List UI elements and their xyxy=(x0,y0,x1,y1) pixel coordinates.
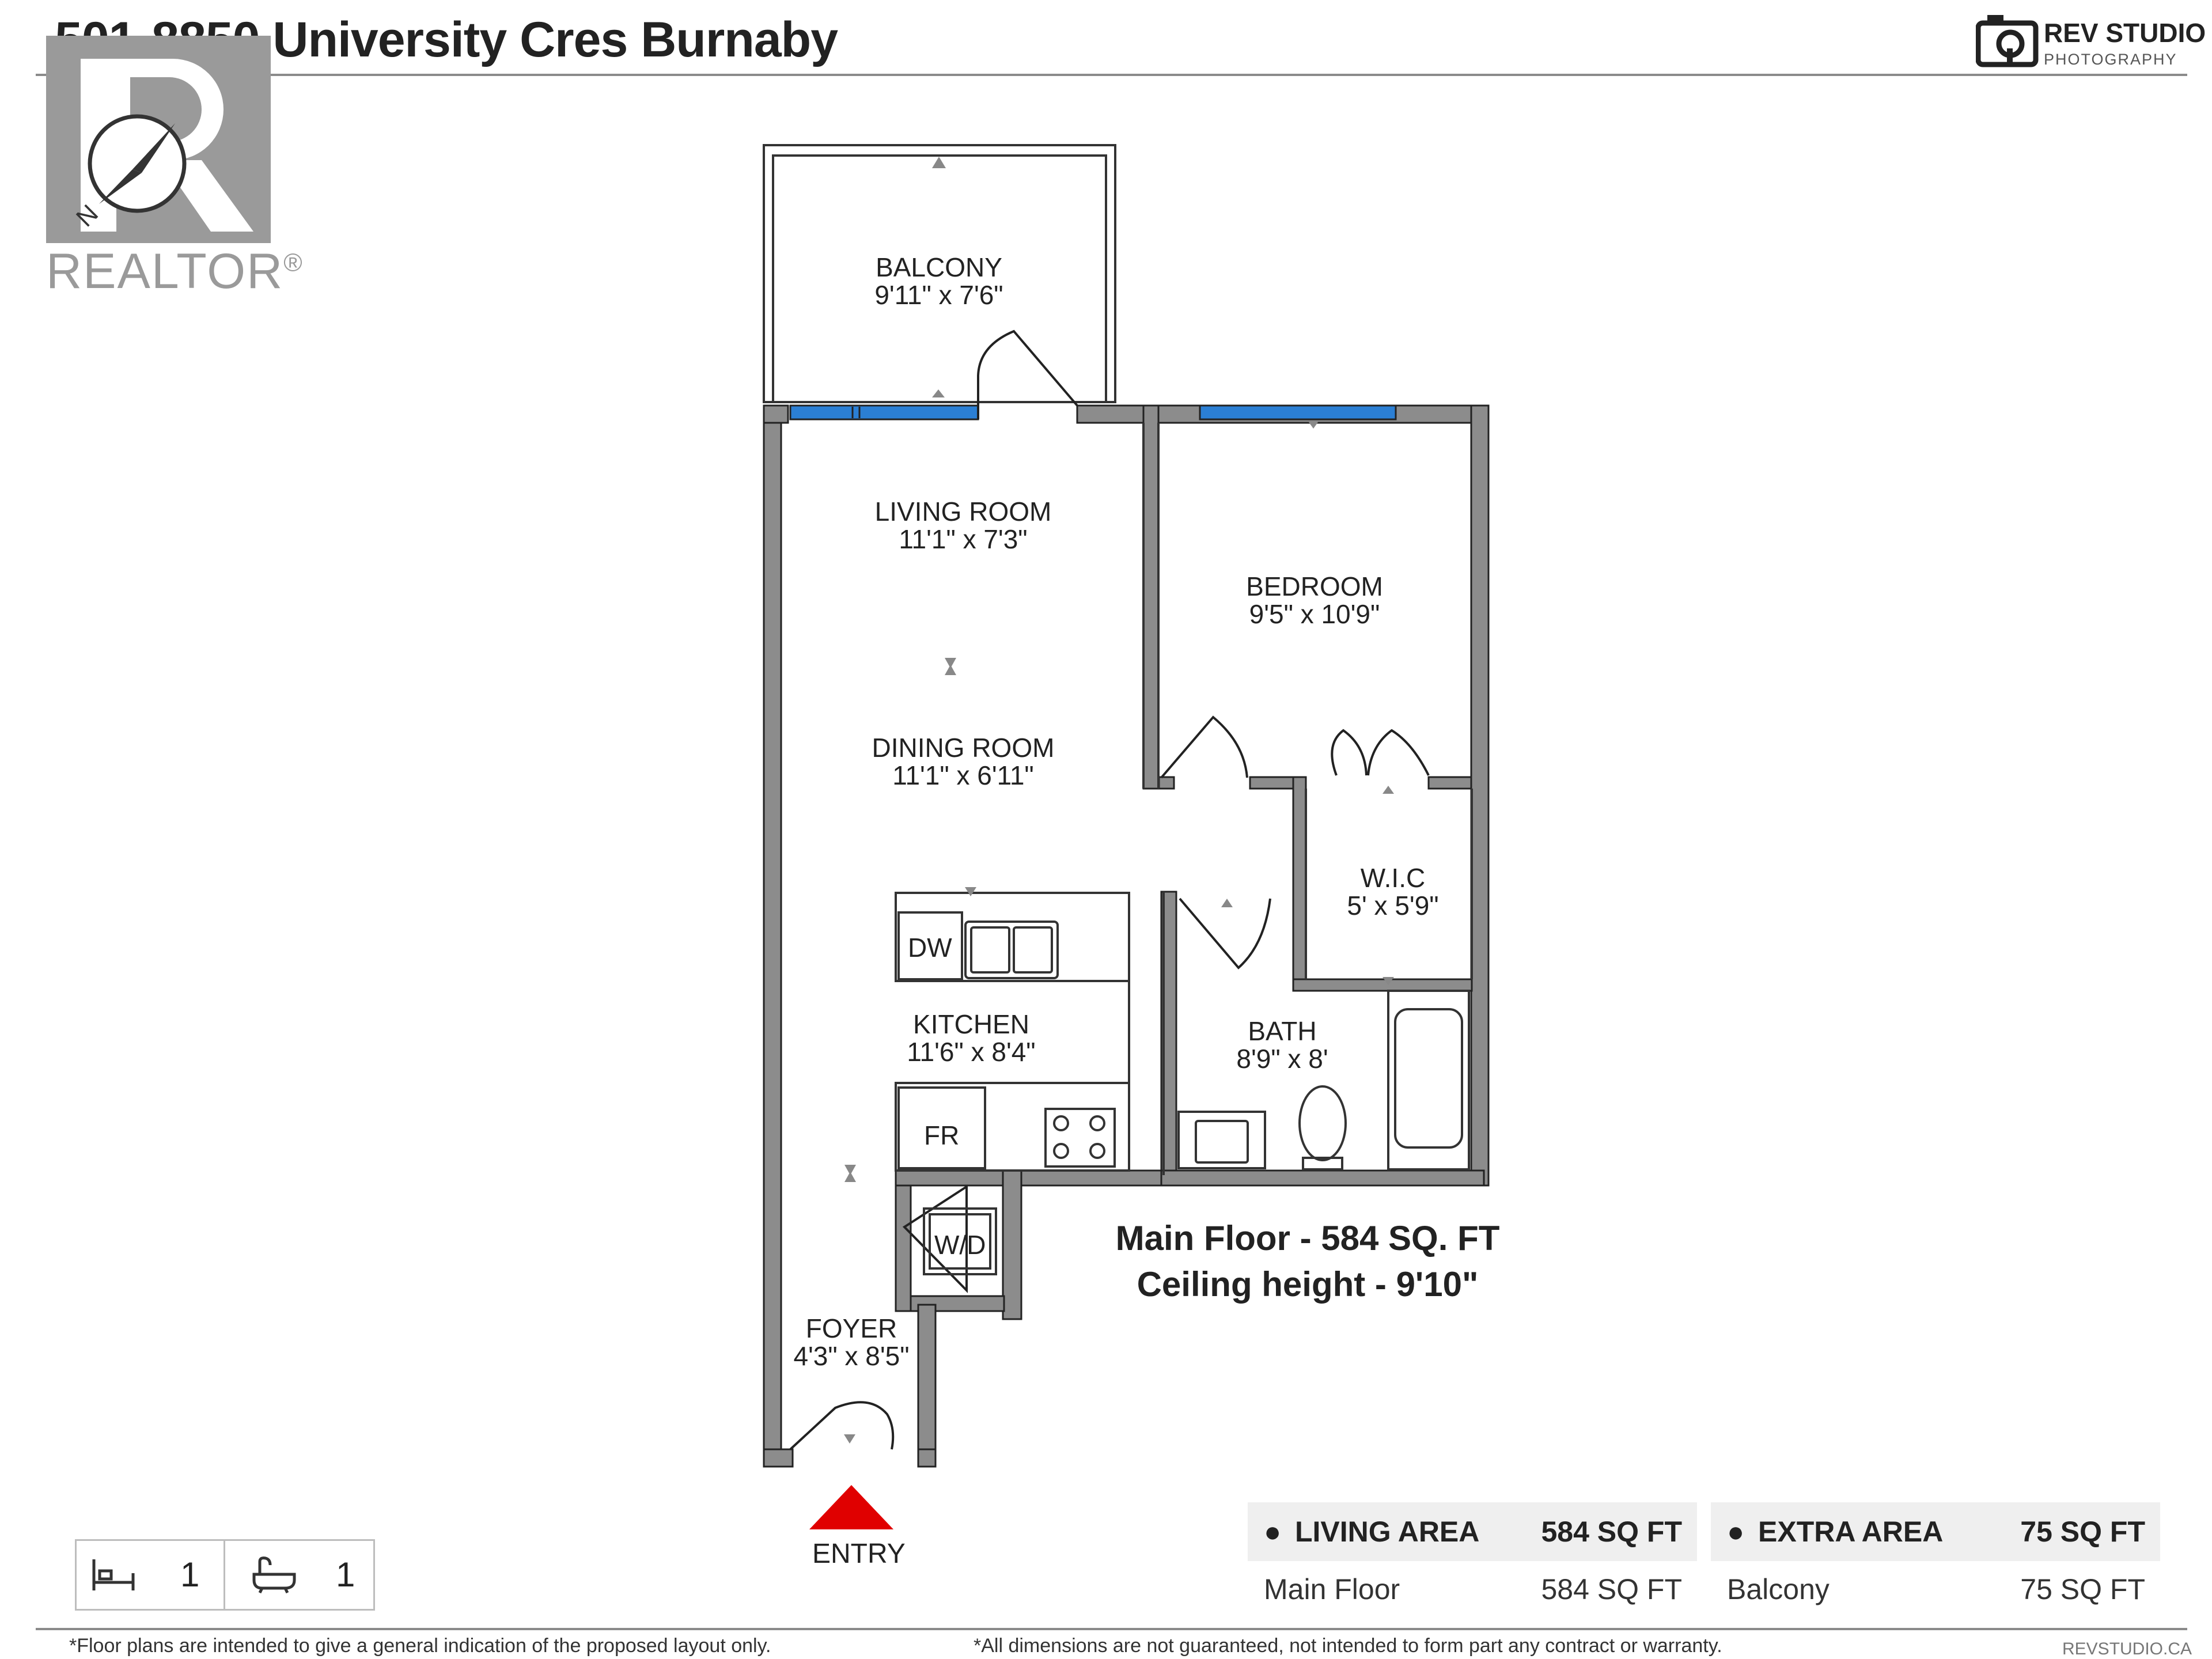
balcony-outline xyxy=(763,144,1116,403)
dishwasher-label: DW xyxy=(908,933,952,963)
fridge-label: FR xyxy=(924,1120,960,1150)
room-living-name: LIVING ROOM xyxy=(874,497,1052,527)
brand-name: REV STUDIO xyxy=(2044,18,2206,48)
counts-divider xyxy=(224,1541,225,1609)
floor-area-text: Main Floor - 584 SQ. FT xyxy=(1115,1219,1500,1257)
room-bedroom-dims: 9'5" x 10'9" xyxy=(1249,599,1380,629)
realtor-watermark-text: REALTOR® xyxy=(46,244,304,299)
room-bath-dims: 8'9" x 8' xyxy=(1236,1044,1328,1074)
room-balcony-dims: 9'11" x 7'6" xyxy=(874,280,1003,310)
extra-area-title: EXTRA AREA xyxy=(1758,1516,1944,1548)
camera-logo-icon xyxy=(1975,13,2039,67)
living-window xyxy=(789,404,979,421)
bullet-icon: ● xyxy=(1264,1516,1282,1548)
walls xyxy=(763,404,1490,1468)
extra-area-row-label: Balcony xyxy=(1727,1573,1830,1605)
room-bedroom: BEDROOM 9'5" x 10'9" xyxy=(1246,573,1383,628)
room-living-dims: 11'1" x 7'3" xyxy=(899,524,1028,554)
room-wic: W.I.C 5' x 5'9" xyxy=(1347,864,1438,919)
room-wic-dims: 5' x 5'9" xyxy=(1347,891,1439,921)
compass-icon xyxy=(79,108,195,235)
extra-area-row: Balcony 75 SQ FT xyxy=(1711,1568,2160,1614)
room-dining-name: DINING ROOM xyxy=(872,733,1055,763)
disclaimer-dimensions: *All dimensions are not guaranteed, not … xyxy=(974,1635,1722,1657)
door-swings xyxy=(789,329,1430,1450)
extra-area-row-value: 75 SQ FT xyxy=(2020,1573,2145,1605)
room-balcony-name: BALCONY xyxy=(876,252,1002,282)
living-area-row-value: 584 SQ FT xyxy=(1541,1573,1682,1605)
bullet-icon: ● xyxy=(1727,1516,1745,1548)
header-divider xyxy=(36,74,2187,76)
living-area-header: ● LIVING AREA 584 SQ FT xyxy=(1248,1502,1697,1561)
room-kitchen-dims: 11'6" x 8'4" xyxy=(907,1037,1036,1067)
kitchen-counters xyxy=(895,892,1130,1275)
room-bedroom-name: BEDROOM xyxy=(1246,571,1383,601)
room-bath-name: BATH xyxy=(1248,1016,1317,1046)
room-kitchen: KITCHEN 11'6" x 8'4" xyxy=(907,1010,1035,1066)
ceiling-height-text: Ceiling height - 9'10" xyxy=(1137,1265,1479,1304)
bathtub-icon xyxy=(249,1554,298,1597)
washer-dryer-label: W/D xyxy=(934,1230,986,1260)
bathroom-count: 1 xyxy=(336,1555,355,1594)
room-dining: DINING ROOM 11'1" x 6'11" xyxy=(872,734,1055,789)
bedroom-window xyxy=(1199,404,1397,421)
interior-partitions xyxy=(1142,423,1473,1175)
entry-label: ENTRY xyxy=(812,1539,906,1569)
room-wic-name: W.I.C xyxy=(1360,863,1426,893)
brand-subtitle: PHOTOGRAPHY xyxy=(2044,51,2177,68)
footer-divider xyxy=(36,1628,2187,1630)
floor-summary: Main Floor - 584 SQ. FT Ceiling height -… xyxy=(1071,1215,1544,1308)
bath-fixtures xyxy=(1177,990,1470,1171)
entry-arrow-icon xyxy=(809,1485,893,1529)
room-counts: 1 1 xyxy=(75,1539,375,1611)
dimension-markers xyxy=(844,157,1394,1444)
extra-area-header: ● EXTRA AREA 75 SQ FT xyxy=(1711,1502,2160,1561)
room-foyer-dims: 4'3" x 8'5" xyxy=(793,1341,910,1371)
room-dining-dims: 11'1" x 6'11" xyxy=(892,760,1034,790)
room-bath: BATH 8'9" x 8' xyxy=(1236,1017,1328,1073)
extra-area-total: 75 SQ FT xyxy=(2020,1516,2145,1548)
disclaimer-layout: *Floor plans are intended to give a gene… xyxy=(69,1635,771,1657)
living-area-row: Main Floor 584 SQ FT xyxy=(1248,1568,1697,1614)
bed-icon xyxy=(90,1556,137,1596)
room-balcony: BALCONY 9'11" x 7'6" xyxy=(874,253,1003,309)
living-area-total: 584 SQ FT xyxy=(1541,1516,1682,1548)
windows xyxy=(789,404,1397,421)
living-area-title: LIVING AREA xyxy=(1295,1516,1480,1548)
footer-site: REVSTUDIO.CA xyxy=(2062,1639,2192,1658)
bedroom-count: 1 xyxy=(180,1555,200,1594)
room-foyer: FOYER 4'3" x 8'5" xyxy=(793,1315,909,1370)
room-foyer-name: FOYER xyxy=(805,1313,897,1343)
room-living: LIVING ROOM 11'1" x 7'3" xyxy=(875,498,1052,553)
room-kitchen-name: KITCHEN xyxy=(913,1009,1029,1039)
living-area-row-label: Main Floor xyxy=(1264,1573,1400,1605)
registered-mark: ® xyxy=(283,248,304,277)
